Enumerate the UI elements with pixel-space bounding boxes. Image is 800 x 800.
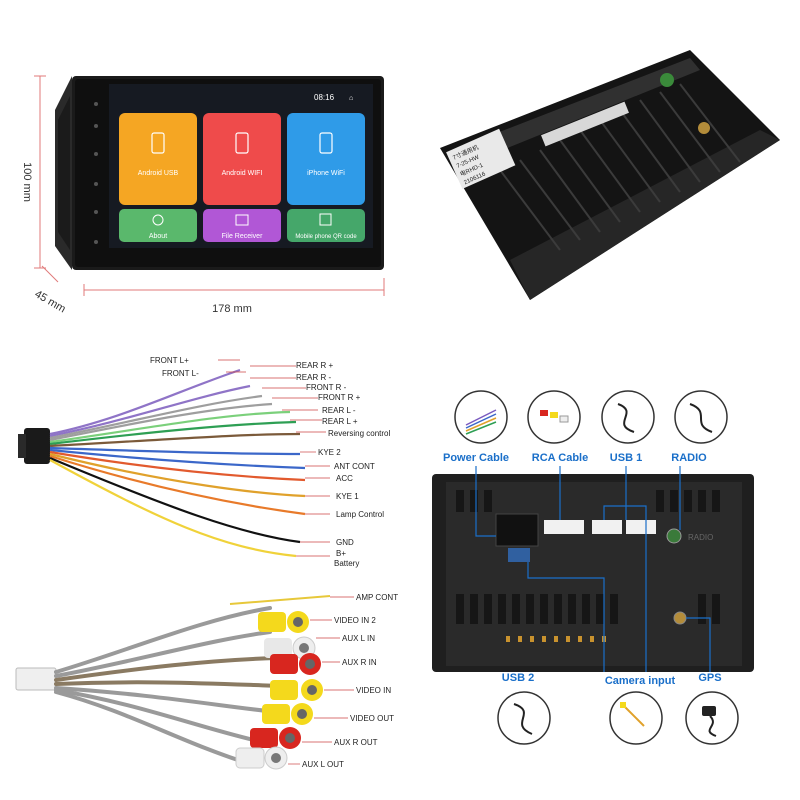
harness-label: GND	[336, 538, 354, 547]
svg-text:File Receiver: File Receiver	[222, 233, 264, 240]
rca-label: AUX R OUT	[334, 738, 378, 747]
tile-iphone-wifi[interactable]: iPhone WiFi	[287, 113, 365, 205]
phone-icon	[151, 132, 165, 154]
port-label-usb2: USB 2	[502, 672, 534, 684]
svg-text:Android USB: Android USB	[138, 170, 179, 177]
radio-marking: RADIO	[688, 533, 713, 542]
harness-label: FRONT R +	[318, 393, 361, 402]
harness-label: FRONT L-	[162, 369, 199, 378]
camera-cable-icon	[609, 691, 663, 745]
width-dimension: 178 mm	[212, 303, 252, 315]
harness-label: REAR R +	[296, 361, 333, 370]
qr-icon	[319, 213, 332, 226]
usb-cable-icon	[601, 390, 655, 444]
power-cable-icon	[454, 390, 508, 444]
harness-label: Reversing control	[328, 429, 390, 438]
rca-cable-icon	[527, 390, 581, 444]
dimension-lines	[34, 75, 385, 296]
harness-label: KYE 2	[318, 448, 341, 457]
port-label-camera-input: Camera input	[605, 675, 676, 687]
home-icon: ⌂	[349, 95, 353, 102]
download-icon	[235, 214, 249, 226]
rca-label: AUX L IN	[342, 634, 375, 643]
info-icon	[152, 214, 164, 226]
ports-diagram: Power Cable RCA Cable USB 1 RADIO RADIO	[432, 390, 754, 745]
wiring-harness: FRONT L+ FRONT L- REAR R + REAR R - FRON…	[18, 356, 390, 568]
tile-android-usb[interactable]: Android USB	[119, 113, 197, 205]
rca-label: VIDEO IN	[356, 686, 391, 695]
radio-antenna-icon	[674, 390, 728, 444]
port-label-radio: RADIO	[671, 452, 707, 464]
tile-about[interactable]: About	[119, 209, 197, 242]
harness-label: FRONT L+	[150, 356, 189, 365]
svg-text:iPhone WiFi: iPhone WiFi	[307, 170, 345, 177]
phone-icon	[319, 132, 333, 154]
depth-dimension: 45 mm	[33, 288, 68, 315]
gps-antenna-icon	[685, 691, 739, 745]
port-label-gps: GPS	[698, 672, 721, 684]
harness-label: B+	[336, 549, 346, 558]
harness-label: KYE 1	[336, 492, 359, 501]
harness-label: REAR L -	[322, 406, 356, 415]
clock-label: 08:16	[314, 93, 335, 102]
port-label-rca-cable: RCA Cable	[532, 452, 588, 464]
port-label-power-cable: Power Cable	[443, 452, 509, 464]
harness-label: Lamp Control	[336, 510, 384, 519]
svg-text:About: About	[149, 233, 167, 240]
harness-label: REAR L +	[322, 417, 358, 426]
svg-text:Android WIFI: Android WIFI	[222, 170, 263, 177]
rca-label: AMP CONT	[356, 593, 398, 602]
port-label-usb1: USB 1	[610, 452, 642, 464]
tile-file-receiver[interactable]: File Receiver	[203, 209, 281, 242]
rca-cables: AMP CONT VIDEO IN 2 AUX L IN AUX R IN VI…	[15, 593, 398, 770]
harness-label: ANT CONT	[334, 462, 375, 471]
rca-label: AUX R IN	[342, 658, 377, 667]
height-dimension: 100 mm	[21, 162, 33, 202]
head-unit-front: 08:16 ⌂ Android USB Android WIFI iPhone …	[21, 75, 385, 315]
tile-qr-code[interactable]: Mobile phone QR code	[287, 209, 365, 242]
tile-android-wifi[interactable]: Android WIFI	[203, 113, 281, 205]
rca-label: AUX L OUT	[302, 760, 344, 769]
harness-label: REAR R -	[296, 373, 331, 382]
harness-label: FRONT R -	[306, 383, 347, 392]
head-unit-back: 7寸通用机 7-25-HW 电RHD-1 2106116	[440, 50, 780, 300]
rca-label: VIDEO OUT	[350, 714, 394, 723]
svg-text:Mobile phone QR code: Mobile phone QR code	[295, 234, 357, 240]
harness-label: Battery	[334, 559, 359, 568]
phone-icon	[235, 132, 249, 154]
usb2-cable-icon	[497, 691, 551, 745]
rca-label: VIDEO IN 2	[334, 616, 376, 625]
harness-label: ACC	[336, 474, 353, 483]
